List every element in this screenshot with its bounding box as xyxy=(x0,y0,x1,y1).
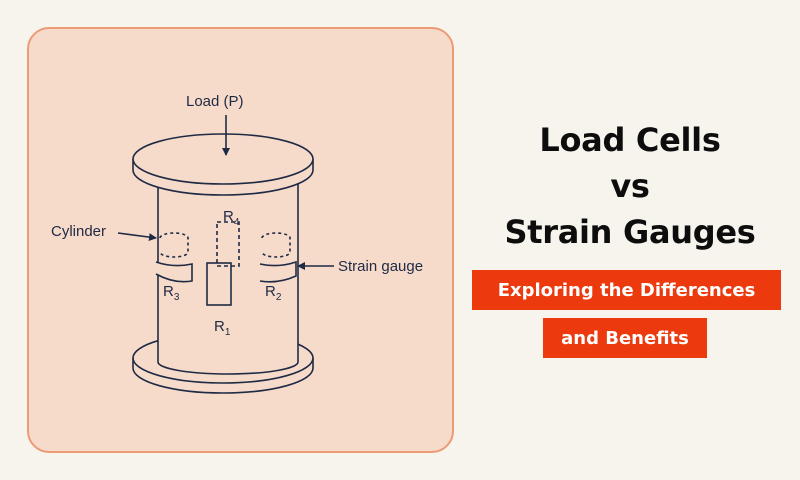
gauge-label-r3: R3 xyxy=(163,283,180,303)
subtitle-banner-2: and Benefits xyxy=(543,318,707,358)
gauge-label-r2: R2 xyxy=(265,283,282,303)
heading-line-3: Strain Gauges xyxy=(504,213,756,251)
gauge-label-r4: R4 xyxy=(223,208,240,228)
gauge-r3 xyxy=(155,261,193,283)
diagram-panel: Load (P) Cylinder Strain gauge R1 R2 R3 … xyxy=(27,27,454,453)
heading-line-1: Load Cells xyxy=(539,121,721,159)
gauge-r2 xyxy=(259,260,297,283)
cylinder-label: Cylinder xyxy=(51,223,106,240)
gauge-r1 xyxy=(206,262,232,306)
load-cell-diagram: Load (P) Cylinder Strain gauge R1 R2 R3 … xyxy=(51,93,423,394)
heading-line-2: vs xyxy=(610,167,650,205)
gauge-r3-back xyxy=(159,232,189,258)
gauge-label-r1: R1 xyxy=(214,318,231,338)
subtitle-banner-1: Exploring the Differences xyxy=(472,270,781,310)
strain-gauge-label: Strain gauge xyxy=(338,258,423,275)
gauge-r2-back xyxy=(261,232,291,258)
cylinder-leader xyxy=(117,232,157,242)
gauge-r4 xyxy=(216,221,240,267)
load-label: Load (P) xyxy=(186,93,244,110)
top-flange-top xyxy=(132,133,314,185)
